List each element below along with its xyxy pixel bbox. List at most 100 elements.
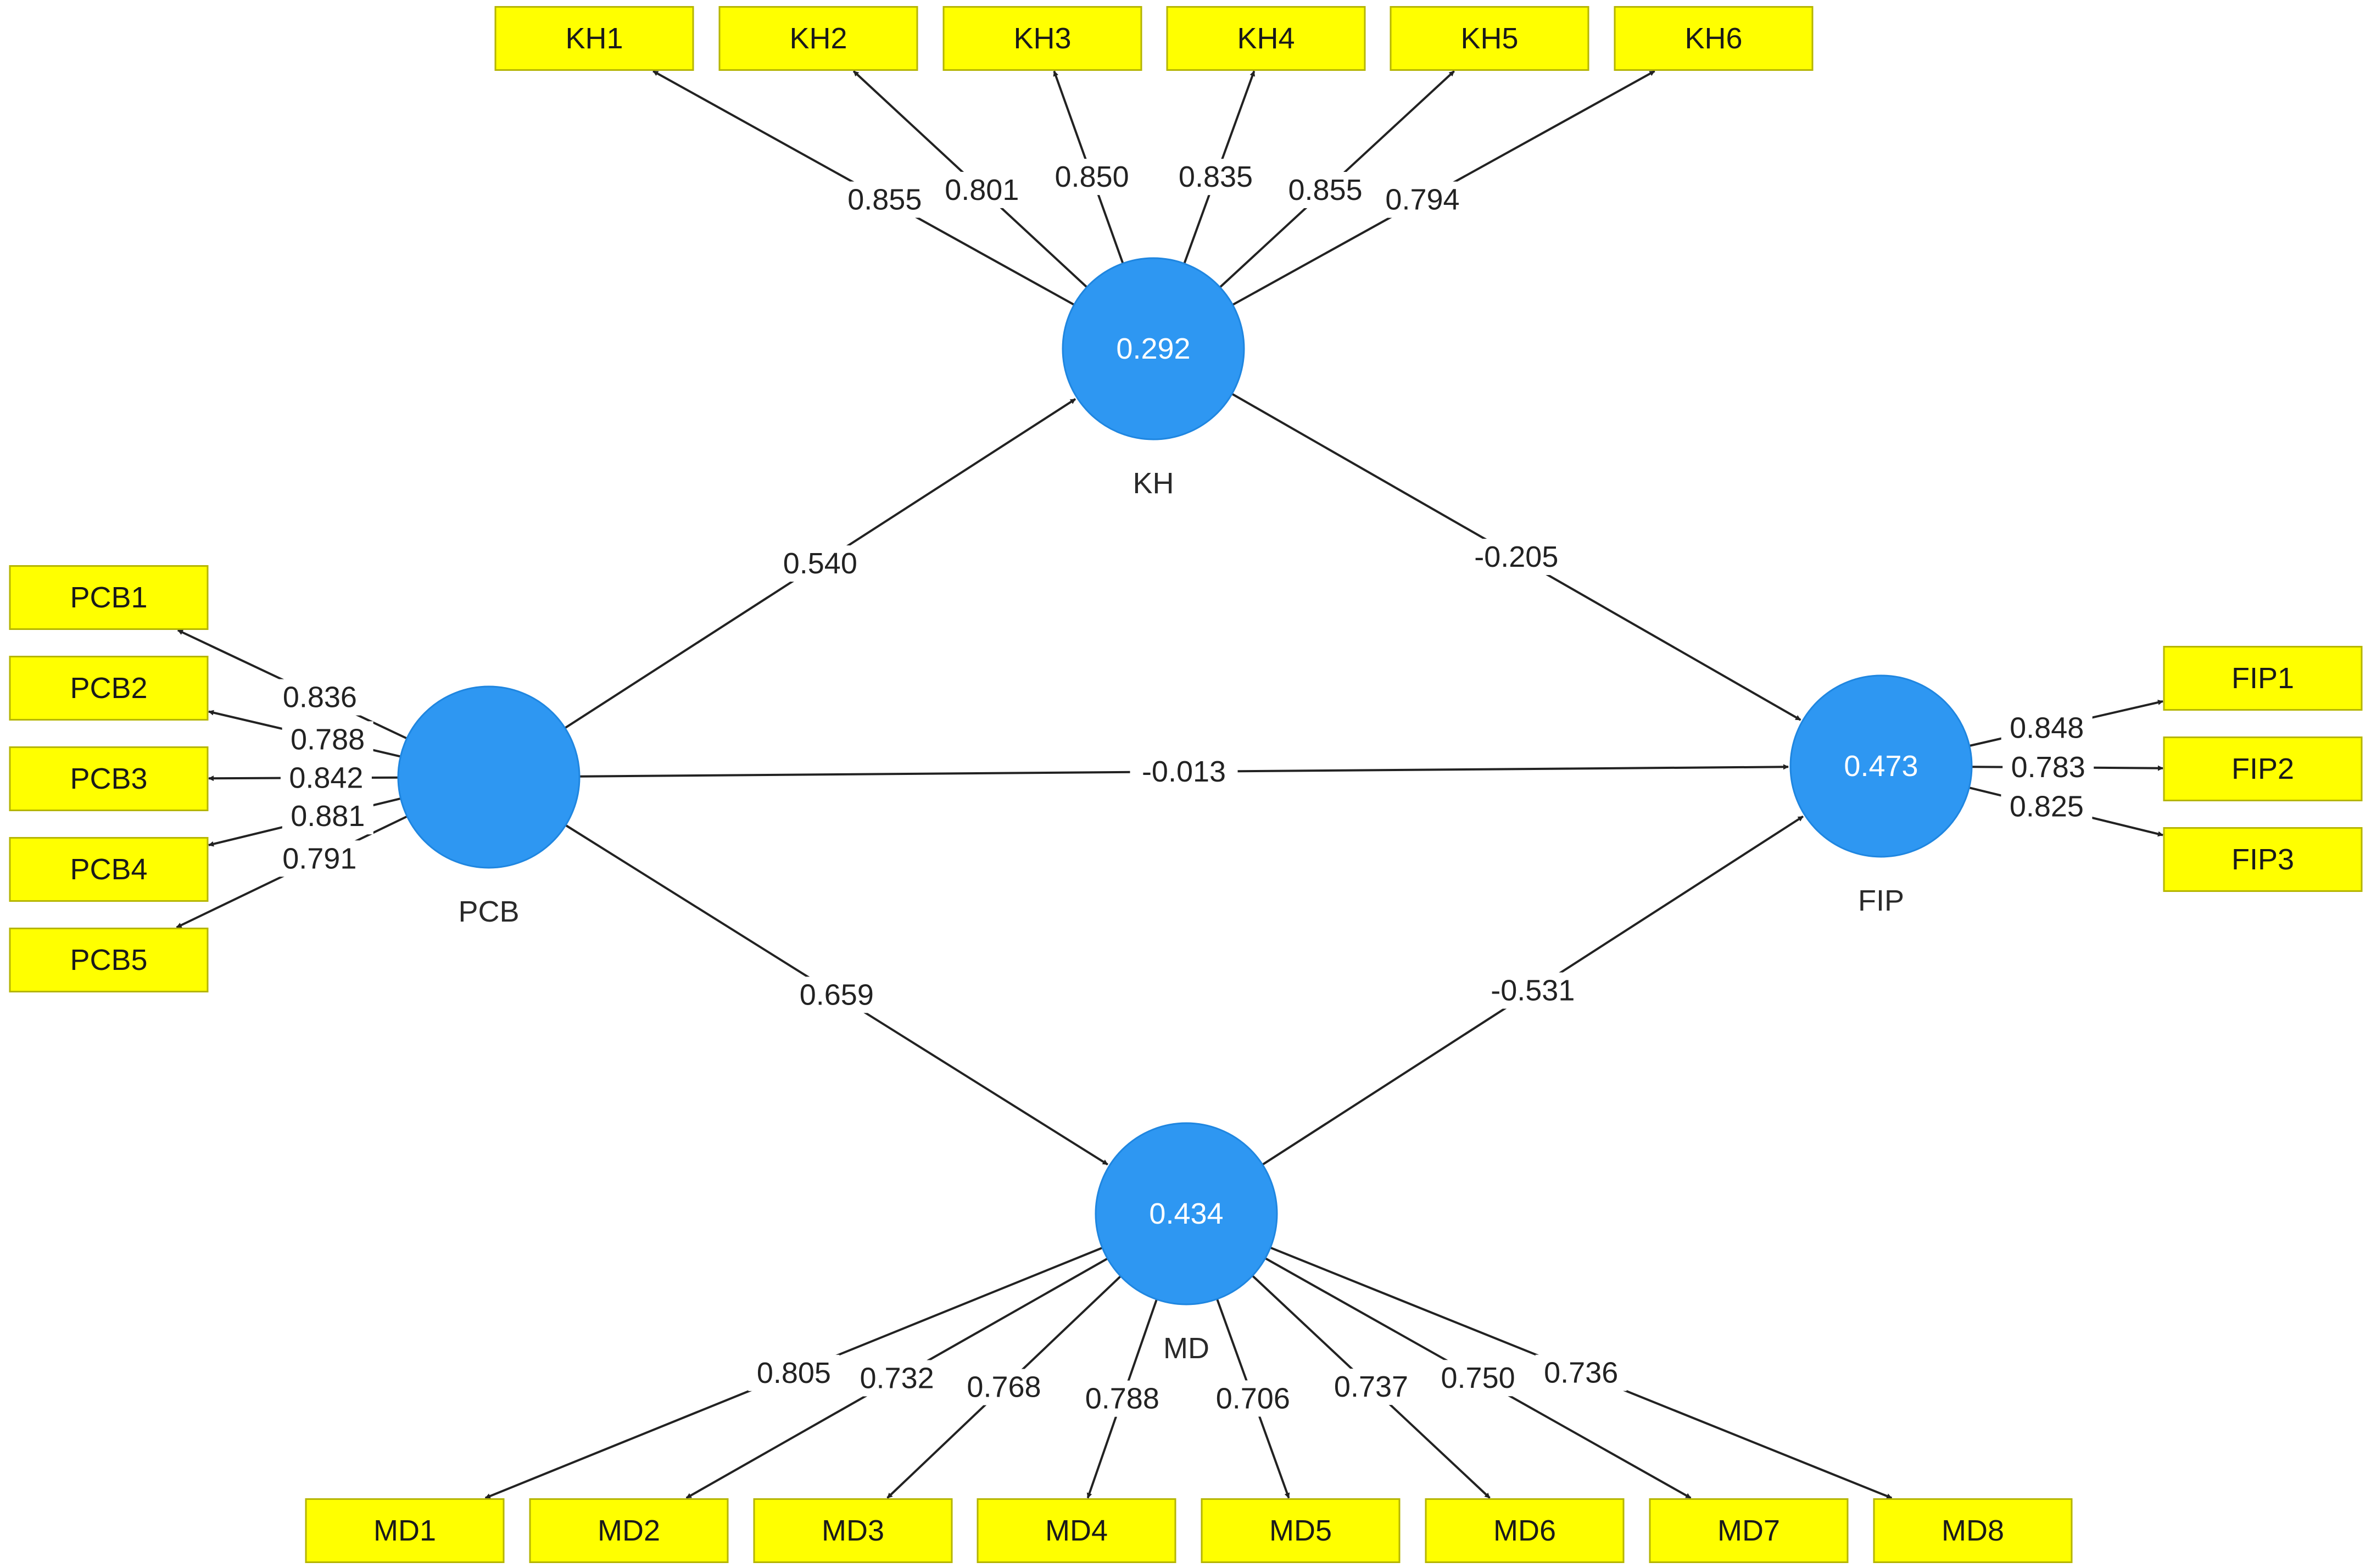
indicator-label-kh6: KH6 (1684, 22, 1742, 55)
latent-name-fip: FIP (1858, 884, 1904, 917)
indicator-fip1[interactable]: FIP1 (2163, 646, 2363, 711)
indicator-box-pcb3 (9, 746, 209, 811)
indicator-box-pcb2 (9, 656, 209, 721)
loading-label-kh6-bg (1377, 181, 1468, 218)
indicator-pcb5[interactable]: PCB5 (9, 928, 209, 992)
loading-label-pcb4: 0.881 (291, 800, 365, 833)
loading-label-md8-bg (1535, 1354, 1627, 1391)
indicator-pcb4[interactable]: PCB4 (9, 837, 209, 902)
loading-label-md6-bg (1325, 1369, 1417, 1405)
indicator-kh1[interactable]: KH1 (494, 6, 694, 71)
indicator-pcb3[interactable]: PCB3 (9, 746, 209, 811)
indicator-label-fip2: FIP2 (2231, 752, 2294, 785)
indicator-label-kh3: KH3 (1013, 22, 1071, 55)
loading-label-md2-bg (851, 1360, 943, 1397)
loading-label-md2: 0.732 (860, 1362, 934, 1395)
loading-label-md1-bg (748, 1354, 840, 1391)
indicator-box-kh3 (942, 6, 1142, 71)
indicator-pcb1[interactable]: PCB1 (9, 565, 209, 630)
loading-label-kh3: 0.850 (1055, 160, 1129, 193)
loading-label-pcb5: 0.791 (282, 842, 356, 875)
indicator-fip3[interactable]: FIP3 (2163, 827, 2363, 892)
indicator-md3[interactable]: MD3 (753, 1498, 953, 1563)
latent-circle-kh (1062, 257, 1245, 440)
indicator-md6[interactable]: MD6 (1425, 1498, 1625, 1563)
indicator-kh2[interactable]: KH2 (718, 6, 918, 71)
indicator-label-md4: MD4 (1045, 1514, 1108, 1547)
indicator-md4[interactable]: MD4 (977, 1498, 1176, 1563)
loading-label-md5: 0.706 (1216, 1382, 1290, 1415)
indicator-md8[interactable]: MD8 (1873, 1498, 2073, 1563)
loading-label-fip3: 0.825 (2010, 790, 2084, 823)
indicator-label-pcb2: PCB2 (70, 672, 147, 705)
indicator-kh3[interactable]: KH3 (942, 6, 1142, 71)
latent-name-md: MD (1163, 1332, 1209, 1365)
loading-label-fip1: 0.848 (2010, 712, 2084, 745)
loading-label-kh4: 0.835 (1179, 160, 1253, 193)
latent-node-pcb[interactable]: PCB (397, 685, 581, 928)
indicator-label-md2: MD2 (598, 1514, 660, 1547)
loading-label-pcb1-bg (274, 679, 366, 716)
indicator-box-md5 (1201, 1498, 1401, 1563)
latent-circle-fip (1789, 674, 1973, 858)
indicator-pcb2[interactable]: PCB2 (9, 656, 209, 721)
path-label-kh-to-fip: -0.205 (1474, 540, 1558, 573)
indicator-md7[interactable]: MD7 (1649, 1498, 1849, 1563)
loading-label-md3: 0.768 (967, 1371, 1041, 1404)
indicator-label-kh2: KH2 (789, 22, 847, 55)
loading-label-md7-bg (1432, 1360, 1524, 1397)
loading-label-fip2-bg (2002, 749, 2094, 786)
loading-label-pcb3: 0.842 (289, 761, 363, 794)
indicator-label-md1: MD1 (373, 1514, 436, 1547)
path-label-md-to-fip-bg (1479, 972, 1587, 1009)
indicator-md5[interactable]: MD5 (1201, 1498, 1401, 1563)
indicator-box-fip3 (2163, 827, 2363, 892)
indicator-box-kh5 (1390, 6, 1589, 71)
loading-label-md4-bg (1076, 1380, 1168, 1417)
loading-label-kh6: 0.794 (1385, 183, 1459, 216)
loading-label-kh3-bg (1046, 159, 1138, 196)
path-label-pcb-to-kh: 0.540 (783, 547, 857, 580)
indicator-box-md6 (1425, 1498, 1625, 1563)
indicator-label-md8: MD8 (1942, 1514, 2004, 1547)
path-label-md-to-fip: -0.531 (1491, 974, 1575, 1007)
path-label-pcb-to-md-bg (791, 976, 883, 1013)
indicator-label-md7: MD7 (1717, 1514, 1780, 1547)
indicator-box-pcb5 (9, 928, 209, 992)
indicator-box-md4 (977, 1498, 1176, 1563)
indicator-kh6[interactable]: KH6 (1614, 6, 1814, 71)
indicator-fip2[interactable]: FIP2 (2163, 736, 2363, 801)
latent-name-kh: KH (1132, 467, 1174, 500)
r-squared-value-md: 0.434 (1149, 1197, 1223, 1230)
r-squared-value-fip: 0.473 (1844, 750, 1918, 783)
indicator-kh5[interactable]: KH5 (1390, 6, 1589, 71)
loading-label-pcb4-bg (282, 798, 373, 835)
indicator-box-md2 (529, 1498, 729, 1563)
indicator-label-kh4: KH4 (1237, 22, 1295, 55)
r-squared-value-kh: 0.292 (1116, 332, 1190, 365)
indicator-label-fip1: FIP1 (2231, 662, 2294, 695)
loading-label-fip2: 0.783 (2011, 751, 2085, 784)
indicator-box-kh1 (494, 6, 694, 71)
indicator-label-pcb4: PCB4 (70, 853, 147, 886)
loading-label-fip3-bg (2001, 788, 2093, 825)
loading-label-md1: 0.805 (757, 1357, 831, 1390)
indicator-label-md6: MD6 (1493, 1514, 1556, 1547)
loading-label-kh2-bg (936, 171, 1028, 208)
indicator-label-pcb3: PCB3 (70, 762, 147, 795)
indicator-md2[interactable]: MD2 (529, 1498, 729, 1563)
indicator-kh4[interactable]: KH4 (1166, 6, 1366, 71)
loading-label-fip1-bg (2001, 710, 2093, 746)
loading-label-md8: 0.736 (1544, 1357, 1618, 1390)
indicator-label-kh1: KH1 (565, 22, 623, 55)
latent-circle-md (1095, 1122, 1278, 1305)
indicator-label-kh5: KH5 (1460, 22, 1518, 55)
indicator-box-md7 (1649, 1498, 1849, 1563)
indicator-box-md8 (1873, 1498, 2073, 1563)
indicator-box-md3 (753, 1498, 953, 1563)
indicator-md1[interactable]: MD1 (305, 1498, 505, 1563)
